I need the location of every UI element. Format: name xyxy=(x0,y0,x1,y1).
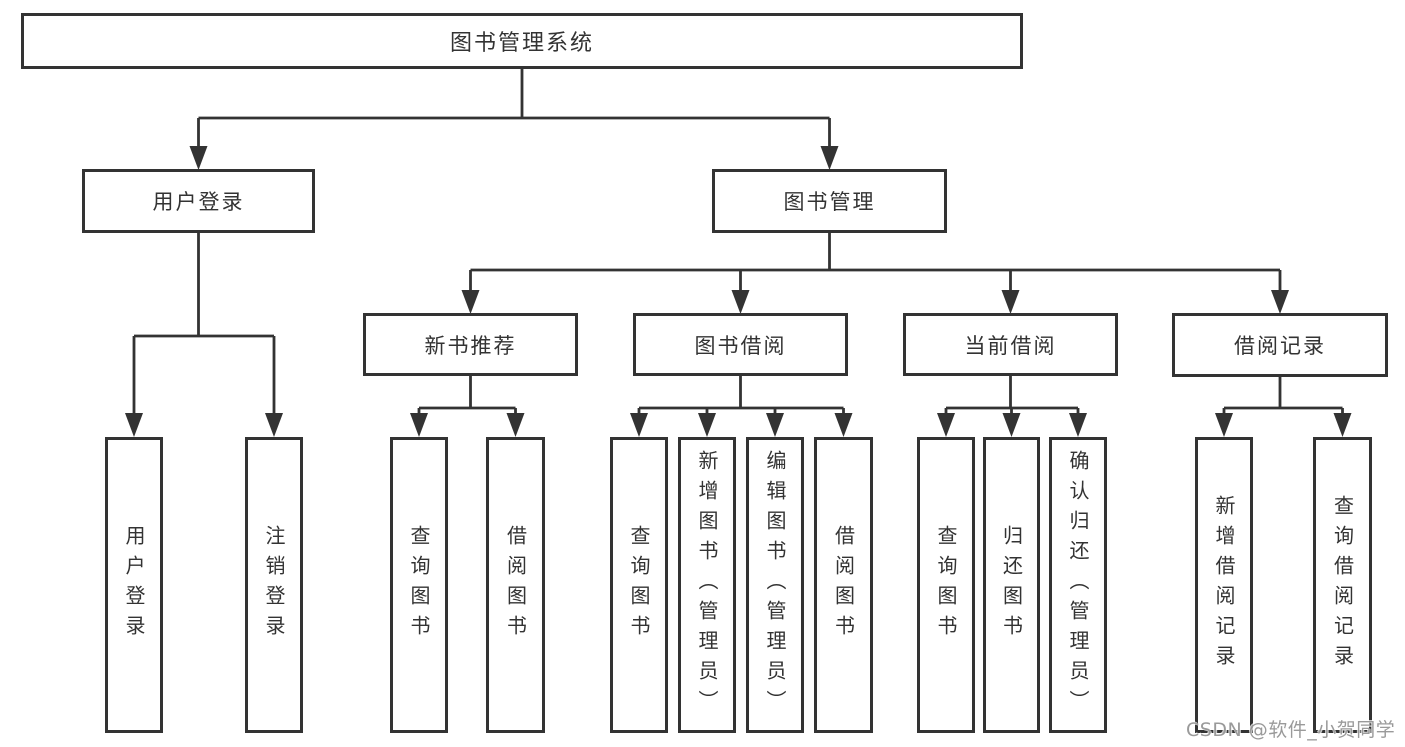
leaf-user-login: 用户登录 xyxy=(105,437,163,733)
node-root-library-system: 图书管理系统 xyxy=(21,13,1023,69)
leaf-add-book-admin: 新增图书（管理员） xyxy=(678,437,736,733)
leaf-query-books-rec: 查询图书 xyxy=(390,437,448,733)
leaf-query-books-current: 查询图书 xyxy=(917,437,975,733)
node-borrowing-records: 借阅记录 xyxy=(1172,313,1388,377)
leaf-query-books-borrow: 查询图书 xyxy=(610,437,668,733)
node-new-book-recommendation: 新书推荐 xyxy=(363,313,578,376)
leaf-add-borrow-record: 新增借阅记录 xyxy=(1195,437,1253,733)
leaf-edit-book-admin: 编辑图书（管理员） xyxy=(746,437,804,733)
leaf-return-book: 归还图书 xyxy=(983,437,1040,733)
leaf-borrow-books-borrow: 借阅图书 xyxy=(814,437,873,733)
node-user-login: 用户登录 xyxy=(82,169,315,233)
leaf-confirm-return-admin: 确认归还（管理员） xyxy=(1049,437,1107,733)
leaf-query-borrow-record: 查询借阅记录 xyxy=(1313,437,1372,733)
leaf-borrow-books-rec: 借阅图书 xyxy=(486,437,545,733)
node-book-management: 图书管理 xyxy=(712,169,947,233)
node-current-borrowing: 当前借阅 xyxy=(903,313,1118,376)
node-book-borrowing: 图书借阅 xyxy=(633,313,848,376)
leaf-logout: 注销登录 xyxy=(245,437,303,733)
watermark-text: CSDN @软件_小贺同学 xyxy=(1186,719,1396,741)
